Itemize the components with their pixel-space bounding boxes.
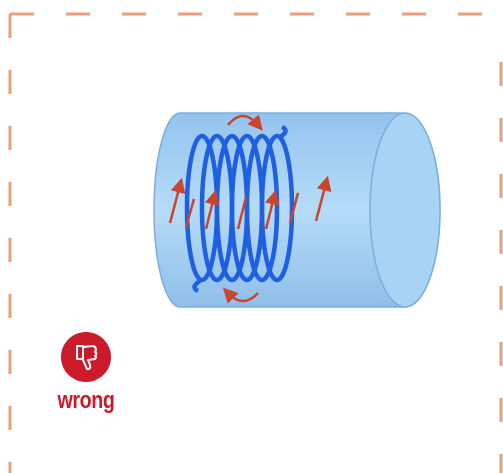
thumbs-down-icon bbox=[71, 342, 101, 372]
solenoid-cylinder-illustration bbox=[140, 105, 450, 310]
thumbs-down-badge bbox=[61, 332, 111, 382]
verdict-badge: wrong bbox=[47, 332, 125, 415]
verdict-label: wrong bbox=[54, 387, 118, 415]
